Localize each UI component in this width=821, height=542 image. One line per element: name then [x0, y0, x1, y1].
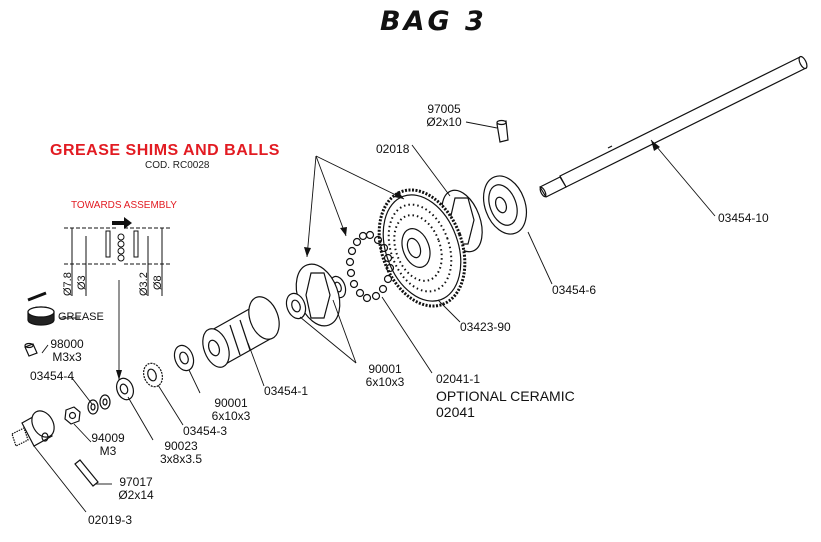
part-number: 97017	[119, 475, 153, 489]
grease-tub-icon	[27, 291, 55, 326]
part-spec: 6x10x3	[211, 409, 251, 423]
part-97005: 97005 Ø2x10	[420, 103, 468, 129]
part-spec: 3x8x3.5	[159, 452, 203, 466]
part-03454-3: 03454-3	[183, 424, 228, 438]
part-note: OPTIONAL CERAMIC	[436, 388, 575, 404]
part-spec: Ø2x10	[426, 115, 462, 129]
part-number: 90023	[164, 439, 198, 453]
part-spec: M3x3	[52, 350, 82, 364]
part-spec: M3	[99, 444, 117, 458]
grease-code: COD. RC0028	[145, 160, 210, 171]
grease-label: GREASE	[58, 311, 104, 323]
part-98000: 98000 M3x3	[46, 338, 88, 364]
washers-03454-4	[87, 394, 111, 415]
direction-label: TOWARDS ASSEMBLY	[71, 200, 177, 211]
pin-97017	[74, 459, 99, 487]
part-number: 94009	[91, 431, 125, 445]
part-90001-a: 90001 6x10x3	[200, 397, 262, 423]
part-94009: 94009 M3	[88, 432, 128, 458]
part-90023: 90023 3x8x3.5	[150, 440, 212, 466]
screw-98000	[24, 342, 38, 357]
dim-inner-left: Ø3	[76, 275, 88, 290]
part-97017: 97017 Ø2x14	[112, 476, 160, 502]
pin-97005	[496, 119, 509, 143]
shaft-03454-10	[539, 55, 808, 198]
part-03454-6: 03454-6	[552, 283, 597, 297]
spur-gear-03423-90	[377, 188, 467, 308]
part-number: 90001	[214, 396, 248, 410]
leader-lines	[33, 121, 716, 513]
part-spec: 6x10x3	[365, 375, 405, 389]
grease-heading: GREASE SHIMS AND BALLS	[50, 142, 280, 159]
part-number: 02041-1	[436, 372, 481, 386]
page-title: BAG 3	[380, 6, 487, 37]
part-03423-90: 03423-90	[460, 320, 511, 334]
hub-03454-6	[482, 175, 528, 235]
dim-outer-right: Ø8	[152, 275, 164, 290]
part-number: 98000	[50, 337, 84, 351]
dim-inner-right: Ø3.2	[138, 272, 150, 296]
nut-94009	[64, 406, 81, 425]
part-02041-1: 02041-1 OPTIONAL CERAMIC 02041	[436, 372, 575, 420]
part-02019-3: 02019-3	[88, 513, 133, 527]
bearing-90001-left	[285, 292, 307, 320]
dim-outer-left: Ø7.8	[62, 272, 74, 296]
bearing-90023	[115, 377, 135, 401]
shims-detail	[64, 227, 170, 296]
part-alt: 02041	[436, 404, 475, 420]
direction-arrow-icon	[112, 217, 132, 229]
part-number: 90001	[368, 362, 402, 376]
collar-02019-3	[11, 410, 55, 447]
part-90001-b: 90001 6x10x3	[356, 363, 414, 389]
part-03454-1: 03454-1	[264, 384, 309, 398]
part-03454-10: 03454-10	[718, 211, 769, 225]
spacer-03454-3	[142, 362, 164, 388]
part-02018: 02018	[376, 142, 410, 156]
part-03454-4: 03454-4	[30, 369, 75, 383]
hub-03454-1	[202, 296, 280, 368]
part-spec: Ø2x14	[118, 488, 154, 502]
bearing-90001-small	[173, 344, 195, 372]
part-number: 97005	[427, 102, 461, 116]
ball-ring-02041-1	[345, 230, 395, 303]
